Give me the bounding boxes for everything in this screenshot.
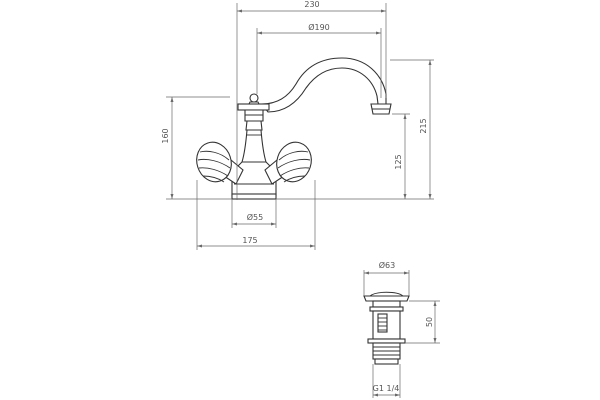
top-finial bbox=[237, 93, 270, 131]
dim-total-height: 215 bbox=[419, 118, 428, 133]
dim-spout-height: 125 bbox=[394, 154, 403, 169]
left-handle bbox=[196, 141, 244, 185]
dim-waste-diameter: Ø63 bbox=[379, 260, 395, 270]
waste-dimension-lines bbox=[363, 270, 440, 398]
right-handle bbox=[264, 141, 312, 185]
faucet-spout bbox=[260, 57, 387, 113]
dim-handle-span: 175 bbox=[242, 236, 257, 245]
dim-waste-height: 50 bbox=[425, 317, 434, 327]
faucet-base bbox=[231, 193, 277, 200]
dim-spout-reach: Ø190 bbox=[308, 22, 330, 32]
faucet-body bbox=[231, 129, 277, 197]
faucet-drawing bbox=[196, 57, 392, 200]
dim-overall-width: 230 bbox=[304, 0, 319, 9]
waste-cap bbox=[363, 295, 410, 302]
dim-base-diameter: Ø55 bbox=[247, 212, 263, 222]
dim-height-left: 160 bbox=[161, 128, 170, 143]
faucet-dimension-lines bbox=[166, 3, 434, 250]
waste-drawing bbox=[363, 291, 410, 365]
dim-waste-thread: G1 1/4 bbox=[373, 384, 400, 393]
